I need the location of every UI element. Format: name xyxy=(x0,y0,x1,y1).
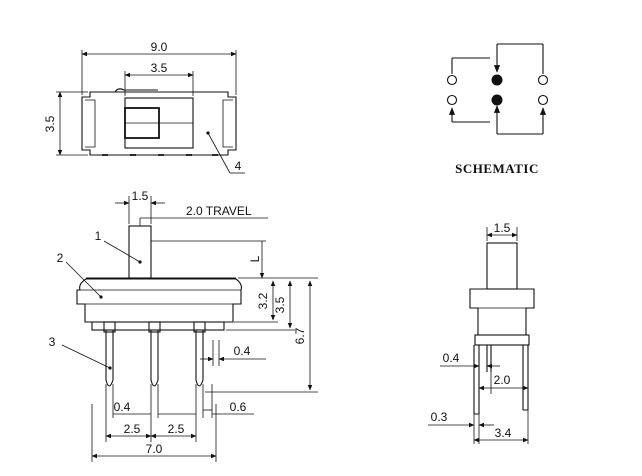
schematic: SCHEMATIC xyxy=(446,43,549,176)
front-pin xyxy=(195,330,204,387)
top-view-body xyxy=(81,91,237,156)
dim-front-actuator: 1.5 xyxy=(132,189,149,203)
dim-overall-height: 6.7 xyxy=(293,327,307,344)
callout-actuator: 1 xyxy=(95,229,102,243)
schematic-terminal xyxy=(446,74,458,86)
top-view: 9.0 3.5 3.5 4 xyxy=(43,40,245,174)
callout-body: 2 xyxy=(57,251,64,265)
side-pin xyxy=(473,345,480,415)
dim-side-actuator: 1.5 xyxy=(494,221,511,235)
dim-l: L xyxy=(248,255,262,262)
front-view: 1.5 2.0 TRAVEL 1 2 3 L 3.2 3.5 xyxy=(49,189,318,462)
schematic-terminal xyxy=(446,94,458,106)
side-body xyxy=(469,288,535,336)
dim-span: 7.0 xyxy=(146,442,163,456)
dim-pin-width: 0.4 xyxy=(114,400,131,414)
dim-side-span: 3.4 xyxy=(495,426,512,440)
dim-side-pin-thickness: 0.3 xyxy=(431,410,448,424)
schematic-common-terminal xyxy=(491,74,503,86)
dim-pin-gap: 0.6 xyxy=(230,400,247,414)
dim-body-height: 3.2 xyxy=(256,292,270,309)
front-body xyxy=(76,278,242,323)
front-pin xyxy=(150,330,159,387)
side-actuator xyxy=(486,242,518,290)
dim-side-pin-pitch: 2.0 xyxy=(494,373,511,387)
dim-pitch-2: 2.5 xyxy=(168,422,185,436)
dim-pin-thickness: 0.4 xyxy=(234,344,251,358)
side-view: 1.5 0.4 2.0 0.3 3.4 xyxy=(428,221,535,444)
dim-top-slot: 3.5 xyxy=(151,61,168,75)
dim-top-width: 3.5 xyxy=(43,115,57,132)
schematic-common-terminal xyxy=(491,94,503,106)
dim-pitch-1: 2.5 xyxy=(124,422,141,436)
front-pin xyxy=(105,330,114,387)
dim-side-pin-width: 0.4 xyxy=(443,351,460,365)
schematic-label: SCHEMATIC xyxy=(455,161,539,176)
callout-housing: 4 xyxy=(235,159,242,173)
schematic-terminal xyxy=(537,74,549,86)
front-actuator xyxy=(128,225,152,279)
schematic-terminal xyxy=(537,94,549,106)
side-pin xyxy=(522,345,529,411)
dim-total-height: 3.5 xyxy=(273,296,287,313)
dim-top-length: 9.0 xyxy=(151,40,168,54)
callout-terminal: 3 xyxy=(49,335,56,349)
travel-label: 2.0 TRAVEL xyxy=(186,204,252,218)
